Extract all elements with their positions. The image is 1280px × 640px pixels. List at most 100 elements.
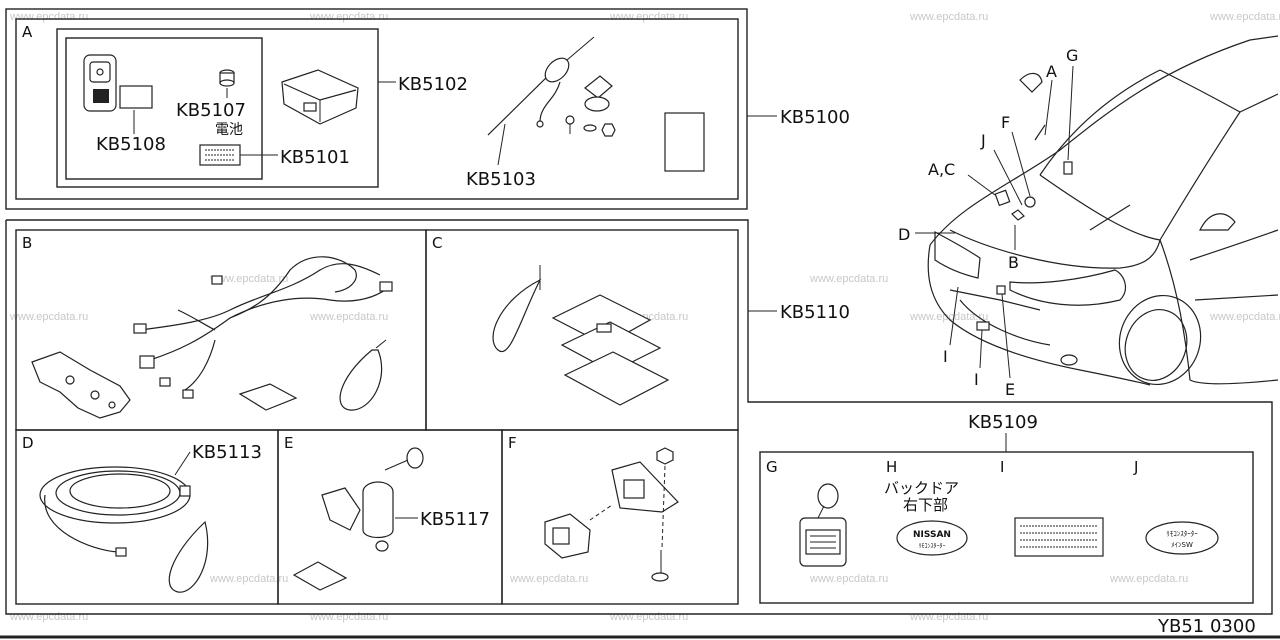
diagram-code: YB51 0300 (1157, 616, 1256, 637)
section-label-f: F (508, 434, 517, 452)
coiled-cable-icon (39, 466, 191, 557)
watermark: www.epcdata.ru (209, 273, 288, 285)
watermark: www.epcdata.ru (9, 11, 88, 23)
screw-icon (565, 115, 575, 134)
sticker-j-line1: ﾘﾓｺﾝｽﾀｰﾀｰ (1166, 530, 1198, 538)
section-label-c: C (432, 234, 442, 252)
callout-ac: A,C (928, 160, 955, 179)
label-h-note-2: 右下部 (903, 496, 948, 514)
section-label-g: G (766, 458, 778, 476)
watermark: www.epcdata.ru (609, 611, 688, 623)
watermark: www.epcdata.ru (809, 573, 888, 585)
kb5108-label: KB5108 (96, 134, 166, 155)
kb5100-label: KB5100 (780, 107, 850, 128)
kb5102-label: KB5102 (398, 74, 468, 95)
nut-icon (601, 123, 616, 137)
callout-g: G (1066, 46, 1078, 65)
kb5110-outer-frame (5, 219, 1273, 615)
antenna-clip-icon (584, 75, 613, 112)
cable-tie-icon (339, 339, 387, 411)
nut-f-icon (656, 447, 674, 465)
section-label-b: B (22, 234, 32, 252)
sticker-h-sub: ﾘﾓｺﾝｽﾀｰﾀｰ (918, 543, 945, 550)
callout-j: J (980, 131, 986, 150)
kb5102-subframe (56, 28, 379, 188)
watermark: www.epcdata.ru (809, 273, 888, 285)
watermark: www.epcdata.ru (509, 573, 588, 585)
sticker-h-brand: NISSAN (913, 530, 951, 540)
bracket-f-icon (611, 461, 679, 513)
callout-i-lower: I (974, 370, 979, 389)
callout-f: F (1001, 113, 1010, 132)
kb5101-label: KB5101 (280, 147, 350, 168)
callout-e: E (1005, 380, 1015, 399)
watermark: www.epcdata.ru (1209, 11, 1280, 23)
kb5109-frame (759, 451, 1254, 604)
tape-pad-e-icon (292, 561, 348, 591)
main-sw-sticker-icon: ﾘﾓｺﾝｽﾀｰﾀｰ ﾒｲﾝSW (1145, 521, 1219, 555)
manual-sheet-icon (664, 112, 705, 172)
double-sided-tape-icon (551, 294, 670, 406)
kb5107-label: KB5107 (176, 100, 246, 121)
kb5107-note: 電池 (215, 122, 243, 138)
bolt-icon (384, 447, 424, 471)
watermark: www.epcdata.ru (909, 11, 988, 23)
section-label-j: J (1133, 458, 1138, 476)
sticker-j-line2: ﾒｲﾝSW (1171, 541, 1193, 549)
kb5113-label: KB5113 (192, 442, 262, 463)
section-label-i: I (1000, 458, 1004, 476)
watermark: www.epcdata.ru (309, 311, 388, 323)
car-callouts: A G F J A,C D B I I E (898, 46, 1078, 399)
kit-a-outer-frame (5, 8, 748, 210)
callout-d: D (898, 225, 910, 244)
callout-b: B (1008, 253, 1019, 272)
connector-f-icon (544, 513, 591, 559)
kb5109-label: KB5109 (968, 412, 1038, 433)
hang-tag-icon (799, 483, 847, 567)
wire-harness-icon (133, 256, 393, 399)
kit-a-inner-frame (15, 18, 739, 200)
kit-kb5109-group: KB5109 G H I J バックドア 右下部 NISSAN ﾘﾓｺﾝｽﾀｰﾀ… (759, 412, 1254, 604)
watermark: www.epcdata.ru (609, 11, 688, 23)
washer-icon (583, 124, 597, 132)
watermark: www.epcdata.ru (909, 311, 988, 323)
control-unit-icon (281, 69, 359, 125)
kit-kb5110-group: KB5110 B C (5, 219, 1273, 615)
watermark: www.epcdata.ru (1209, 311, 1280, 323)
cable-tie-d-icon (168, 520, 209, 593)
watermark: www.epcdata.ru (309, 611, 388, 623)
label-h-note-1: バックドア (884, 479, 959, 497)
car-illustration (927, 35, 1279, 386)
kb5117-label: KB5117 (420, 509, 490, 530)
remote-fob-icon (83, 54, 117, 112)
screw-f-icon (651, 550, 669, 582)
cable-tie-c-icon (492, 265, 542, 353)
kit-a-group: A KB5108 KB5107 電池 KB51 (5, 8, 850, 210)
kb5110-label: KB5110 (780, 302, 850, 323)
watermark: www.epcdata.ru (9, 611, 88, 623)
battery-icon (219, 69, 235, 87)
callout-a: A (1046, 62, 1057, 81)
watermark: www.epcdata.ru (309, 11, 388, 23)
section-label-h: H (886, 458, 897, 476)
callout-i-upper: I (943, 347, 948, 366)
section-label-d: D (22, 434, 34, 452)
section-label-a: A (22, 23, 33, 41)
watermark: www.epcdata.ru (1109, 573, 1188, 585)
info-label-icon (1014, 517, 1104, 557)
hood-switch-icon (321, 481, 394, 552)
instruction-card-icon (199, 144, 241, 166)
remote-set-frame (65, 37, 263, 180)
watermark: www.epcdata.ru (909, 611, 988, 623)
nissan-sticker-icon: NISSAN ﾘﾓｺﾝｽﾀｰﾀｰ (896, 520, 968, 556)
kb5103-label: KB5103 (466, 169, 536, 190)
watermark: www.epcdata.ru (209, 573, 288, 585)
fob-case-icon (119, 85, 153, 109)
harness-bracket-icon (31, 351, 131, 419)
antenna-icon (487, 36, 595, 136)
section-label-e: E (284, 434, 293, 452)
section-f-frame (501, 429, 739, 605)
watermark: www.epcdata.ru (9, 311, 88, 323)
tape-pad-icon (238, 383, 298, 411)
